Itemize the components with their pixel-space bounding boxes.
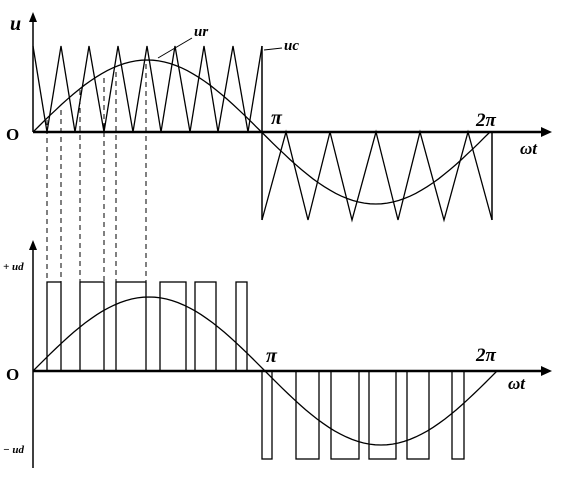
top-origin-label: O: [6, 125, 19, 144]
pwm-pulse-positive: [115, 281, 147, 372]
bottom-plot: [29, 240, 552, 468]
carrier-series-label: uc: [284, 38, 299, 54]
pwm-pulse-positive: [46, 281, 62, 372]
carrier-wave-negative: [261, 129, 493, 223]
ur-leader-line: [157, 37, 193, 59]
top-two-pi-label: 2π: [475, 110, 497, 131]
bottom-origin-label: O: [6, 365, 19, 384]
top-x-arrow: [541, 127, 552, 137]
carrier-wave-positive: [32, 45, 263, 133]
pwm-pulse-positive: [194, 281, 217, 372]
sine-series-label: ur: [194, 24, 208, 40]
pwm-pulse-negative: [368, 370, 397, 460]
minus-ud-label: − ud: [3, 444, 25, 456]
uc-leader-line: [263, 47, 283, 51]
bottom-pi-label: π: [266, 345, 278, 367]
reference-sine-wave: [32, 59, 491, 205]
pwm-pulse-negative: [295, 370, 320, 460]
pwm-pulse-negative: [406, 370, 430, 460]
top-y-axis-label: u: [10, 13, 21, 35]
top-x-axis-label: ωt: [520, 139, 538, 158]
pwm-pulse-positive: [159, 281, 187, 372]
bottom-x-axis-label: ωt: [508, 374, 526, 393]
bottom-x-arrow: [541, 366, 552, 376]
top-plot: [29, 12, 552, 223]
top-pi-label: π: [271, 107, 283, 129]
top-y-arrow: [29, 12, 37, 22]
plus-ud-label: + ud: [3, 261, 24, 273]
pwm-pulse-negative: [330, 370, 360, 460]
pwm-pulse-positive: [79, 281, 105, 372]
pwm-pulse-positive: [235, 281, 248, 372]
bottom-two-pi-label: 2π: [475, 345, 497, 366]
pwm-pulse-negative: [451, 370, 465, 460]
projection-lines: [46, 64, 147, 282]
bottom-y-arrow: [29, 240, 37, 250]
pwm-pulse-negative: [261, 370, 273, 460]
fundamental-sine-wave: [32, 296, 498, 446]
